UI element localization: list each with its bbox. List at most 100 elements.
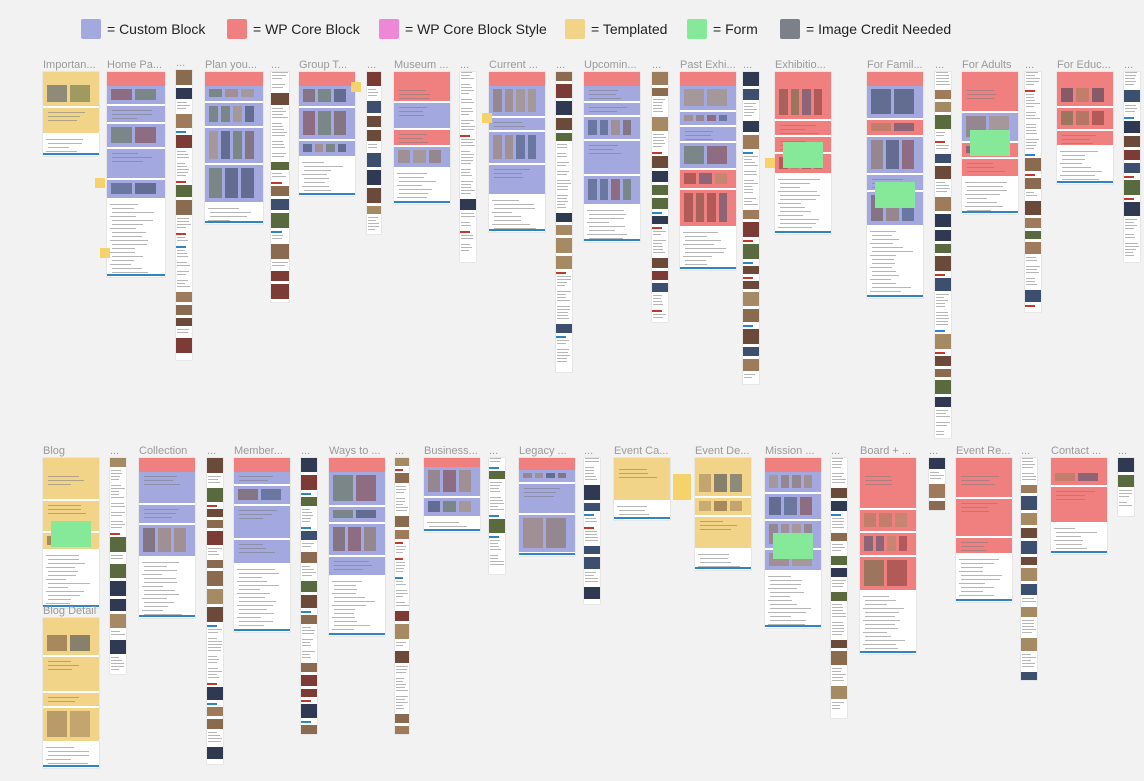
page-thumbnail[interactable] <box>956 458 1012 602</box>
text-line <box>48 116 81 118</box>
page-thumbnail[interactable] <box>205 72 263 224</box>
page-thumbnail[interactable] <box>489 72 545 232</box>
page-thumbnail[interactable] <box>299 72 355 196</box>
page-thumbnail[interactable] <box>1025 72 1041 312</box>
text-line <box>967 202 998 203</box>
frame-label: ... <box>367 59 377 71</box>
photo-thumb <box>652 283 668 292</box>
text-line <box>589 90 619 91</box>
photo-thumb <box>271 93 289 105</box>
page-thumbnail[interactable] <box>1057 72 1113 184</box>
photo-thumb <box>110 537 126 552</box>
photo-thumb <box>395 473 409 483</box>
page-thumbnail[interactable] <box>652 72 668 322</box>
text-line <box>744 180 754 181</box>
text-line <box>46 591 84 592</box>
page-thumbnail[interactable] <box>395 458 409 734</box>
content-section <box>234 540 290 563</box>
text-line <box>208 220 230 221</box>
text-line <box>744 112 755 113</box>
page-thumbnail[interactable] <box>176 70 192 360</box>
page-thumbnail[interactable] <box>271 72 289 302</box>
page-thumbnail[interactable] <box>519 458 575 556</box>
page-thumbnail[interactable] <box>110 458 126 674</box>
page-thumbnail[interactable] <box>367 72 381 234</box>
text-line <box>832 705 841 706</box>
page-thumbnail[interactable] <box>867 72 923 298</box>
page-thumbnail[interactable] <box>680 72 736 270</box>
photo-thumb <box>233 131 242 159</box>
text-line <box>48 583 90 584</box>
text-line <box>832 458 843 459</box>
text-line <box>557 207 566 208</box>
text-line <box>461 157 473 158</box>
page-thumbnail[interactable] <box>234 458 290 632</box>
page-header <box>584 72 640 86</box>
photo-thumb <box>395 611 409 621</box>
text-line <box>112 153 139 154</box>
page-thumbnail[interactable] <box>43 618 99 768</box>
page-thumbnail[interactable] <box>765 458 821 628</box>
content-section <box>234 472 290 484</box>
frame-label: Collection <box>139 445 188 457</box>
page-header <box>860 458 916 472</box>
page-thumbnail[interactable] <box>614 458 670 520</box>
text-line <box>272 173 282 174</box>
page-thumbnail[interactable] <box>1051 458 1107 554</box>
text-line <box>832 464 843 465</box>
frame-label: Blog <box>43 445 66 457</box>
text-line <box>332 617 355 618</box>
page-thumbnail[interactable] <box>584 72 640 242</box>
page-thumbnail[interactable] <box>43 458 99 608</box>
page-thumbnail[interactable] <box>329 458 385 636</box>
text-line <box>461 75 471 76</box>
text-line <box>396 672 406 673</box>
text-line <box>961 476 999 477</box>
text-line <box>832 583 844 584</box>
page-thumbnail[interactable] <box>556 72 572 372</box>
text-line <box>1026 139 1039 140</box>
accent-bar <box>301 721 311 723</box>
text-line <box>1119 505 1133 506</box>
photo-thumb <box>652 117 668 131</box>
text-line <box>557 198 567 199</box>
page-thumbnail[interactable] <box>860 458 916 654</box>
photo-thumb <box>333 527 346 551</box>
text-line <box>870 255 896 256</box>
page-thumbnail[interactable] <box>962 72 1018 214</box>
page-thumbnail[interactable] <box>424 458 480 532</box>
page-thumbnail[interactable] <box>935 72 951 438</box>
page-thumbnail[interactable] <box>460 72 476 262</box>
page-thumbnail[interactable] <box>394 72 450 204</box>
page-thumbnail[interactable] <box>695 458 751 570</box>
text-line <box>832 467 842 468</box>
page-header <box>139 458 195 472</box>
text-line <box>48 661 72 662</box>
page-thumbnail[interactable] <box>301 458 317 734</box>
text-line <box>1022 598 1034 599</box>
text-line <box>1054 539 1083 541</box>
text-line <box>959 595 994 596</box>
text-line <box>208 671 222 672</box>
text-line <box>490 549 501 550</box>
page-thumbnail[interactable] <box>1021 458 1037 680</box>
photo-thumb <box>556 213 572 222</box>
text-line <box>865 616 895 617</box>
page-thumbnail[interactable] <box>1118 458 1134 516</box>
page-thumbnail[interactable] <box>207 458 223 764</box>
page-thumbnail[interactable] <box>743 72 759 384</box>
text-line <box>653 249 663 250</box>
page-thumbnail[interactable] <box>831 458 847 718</box>
footer-bar <box>860 651 916 653</box>
page-thumbnail[interactable] <box>929 458 945 510</box>
page-thumbnail[interactable] <box>775 72 831 234</box>
page-thumbnail[interactable] <box>489 458 505 574</box>
page-thumbnail[interactable] <box>584 458 600 604</box>
page-thumbnail[interactable] <box>139 458 195 618</box>
page-thumbnail[interactable] <box>107 72 165 277</box>
page-thumbnail[interactable] <box>1124 72 1140 262</box>
photo-thumb <box>1021 638 1037 651</box>
text-line <box>208 647 222 648</box>
page-thumbnail[interactable] <box>43 72 99 156</box>
